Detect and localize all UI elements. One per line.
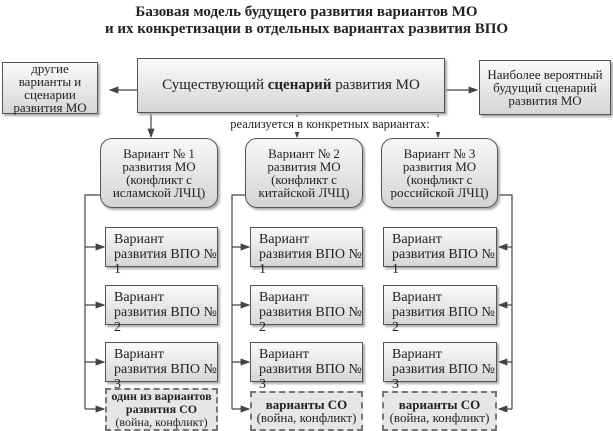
variant-2-box: Вариант № 2 развития МО (конфликт с кита…: [245, 138, 363, 208]
variant-2-co-box: варианты СО(война, конфликт): [250, 391, 363, 431]
other-variants-box: другие варианты и сценарии развития МО: [2, 62, 98, 114]
variant-2-vpo-1: Вариант развития ВПО № 1: [250, 227, 363, 277]
variant-1-co-box: один из вариантов развития СО(война, кон…: [105, 388, 218, 431]
variant-2-vpo-2: Вариант развития ВПО № 2: [250, 285, 363, 335]
variant-3-label: Вариант № 3 развития МО (конфликт с росс…: [390, 146, 489, 200]
variant-1-vpo-2: Вариант развития ВПО № 2: [105, 285, 218, 335]
variant-3-co-box: варианты СО(война, конфликт): [382, 391, 497, 431]
title-line-1: Базовая модель будущего развития вариант…: [135, 4, 478, 20]
realized-label: реализуется в конкретных вариантах:: [215, 117, 445, 132]
variant-3-vpo-1: Вариант развития ВПО № 1: [383, 227, 497, 277]
variant-2-label: Вариант № 2 развития МО (конфликт с кита…: [258, 146, 350, 200]
current-scenario-box: Существующий сценарий развития МО: [137, 58, 445, 113]
variant-3-vpo-3: Вариант развития ВПО № 3: [383, 342, 497, 392]
probable-scenario-text: Наиболее вероятный будущий сценарий разв…: [487, 67, 603, 108]
diagram-title: Базовая модель будущего развития вариант…: [0, 4, 613, 38]
variant-1-box: Вариант № 1 развития МО (конфликт с исла…: [100, 138, 218, 208]
other-variants-text: другие варианты и сценарии развития МО: [13, 61, 87, 115]
variant-3-box: Вариант № 3 развития МО (конфликт с росс…: [381, 138, 498, 208]
current-scenario-text: Существующий сценарий развития МО: [162, 77, 420, 93]
variant-3-vpo-2: Вариант развития ВПО № 2: [383, 285, 497, 335]
variant-1-vpo-1: Вариант развития ВПО № 1: [105, 227, 218, 277]
variant-2-vpo-3: Вариант развития ВПО № 3: [250, 342, 363, 392]
variant-1-label: Вариант № 1 развития МО (конфликт с исла…: [112, 146, 206, 200]
probable-scenario-box: Наиболее вероятный будущий сценарий разв…: [479, 60, 611, 115]
variant-1-vpo-3: Вариант развития ВПО № 3: [105, 342, 218, 392]
title-line-2: и их конкретизации в отдельных вариантах…: [104, 21, 509, 37]
